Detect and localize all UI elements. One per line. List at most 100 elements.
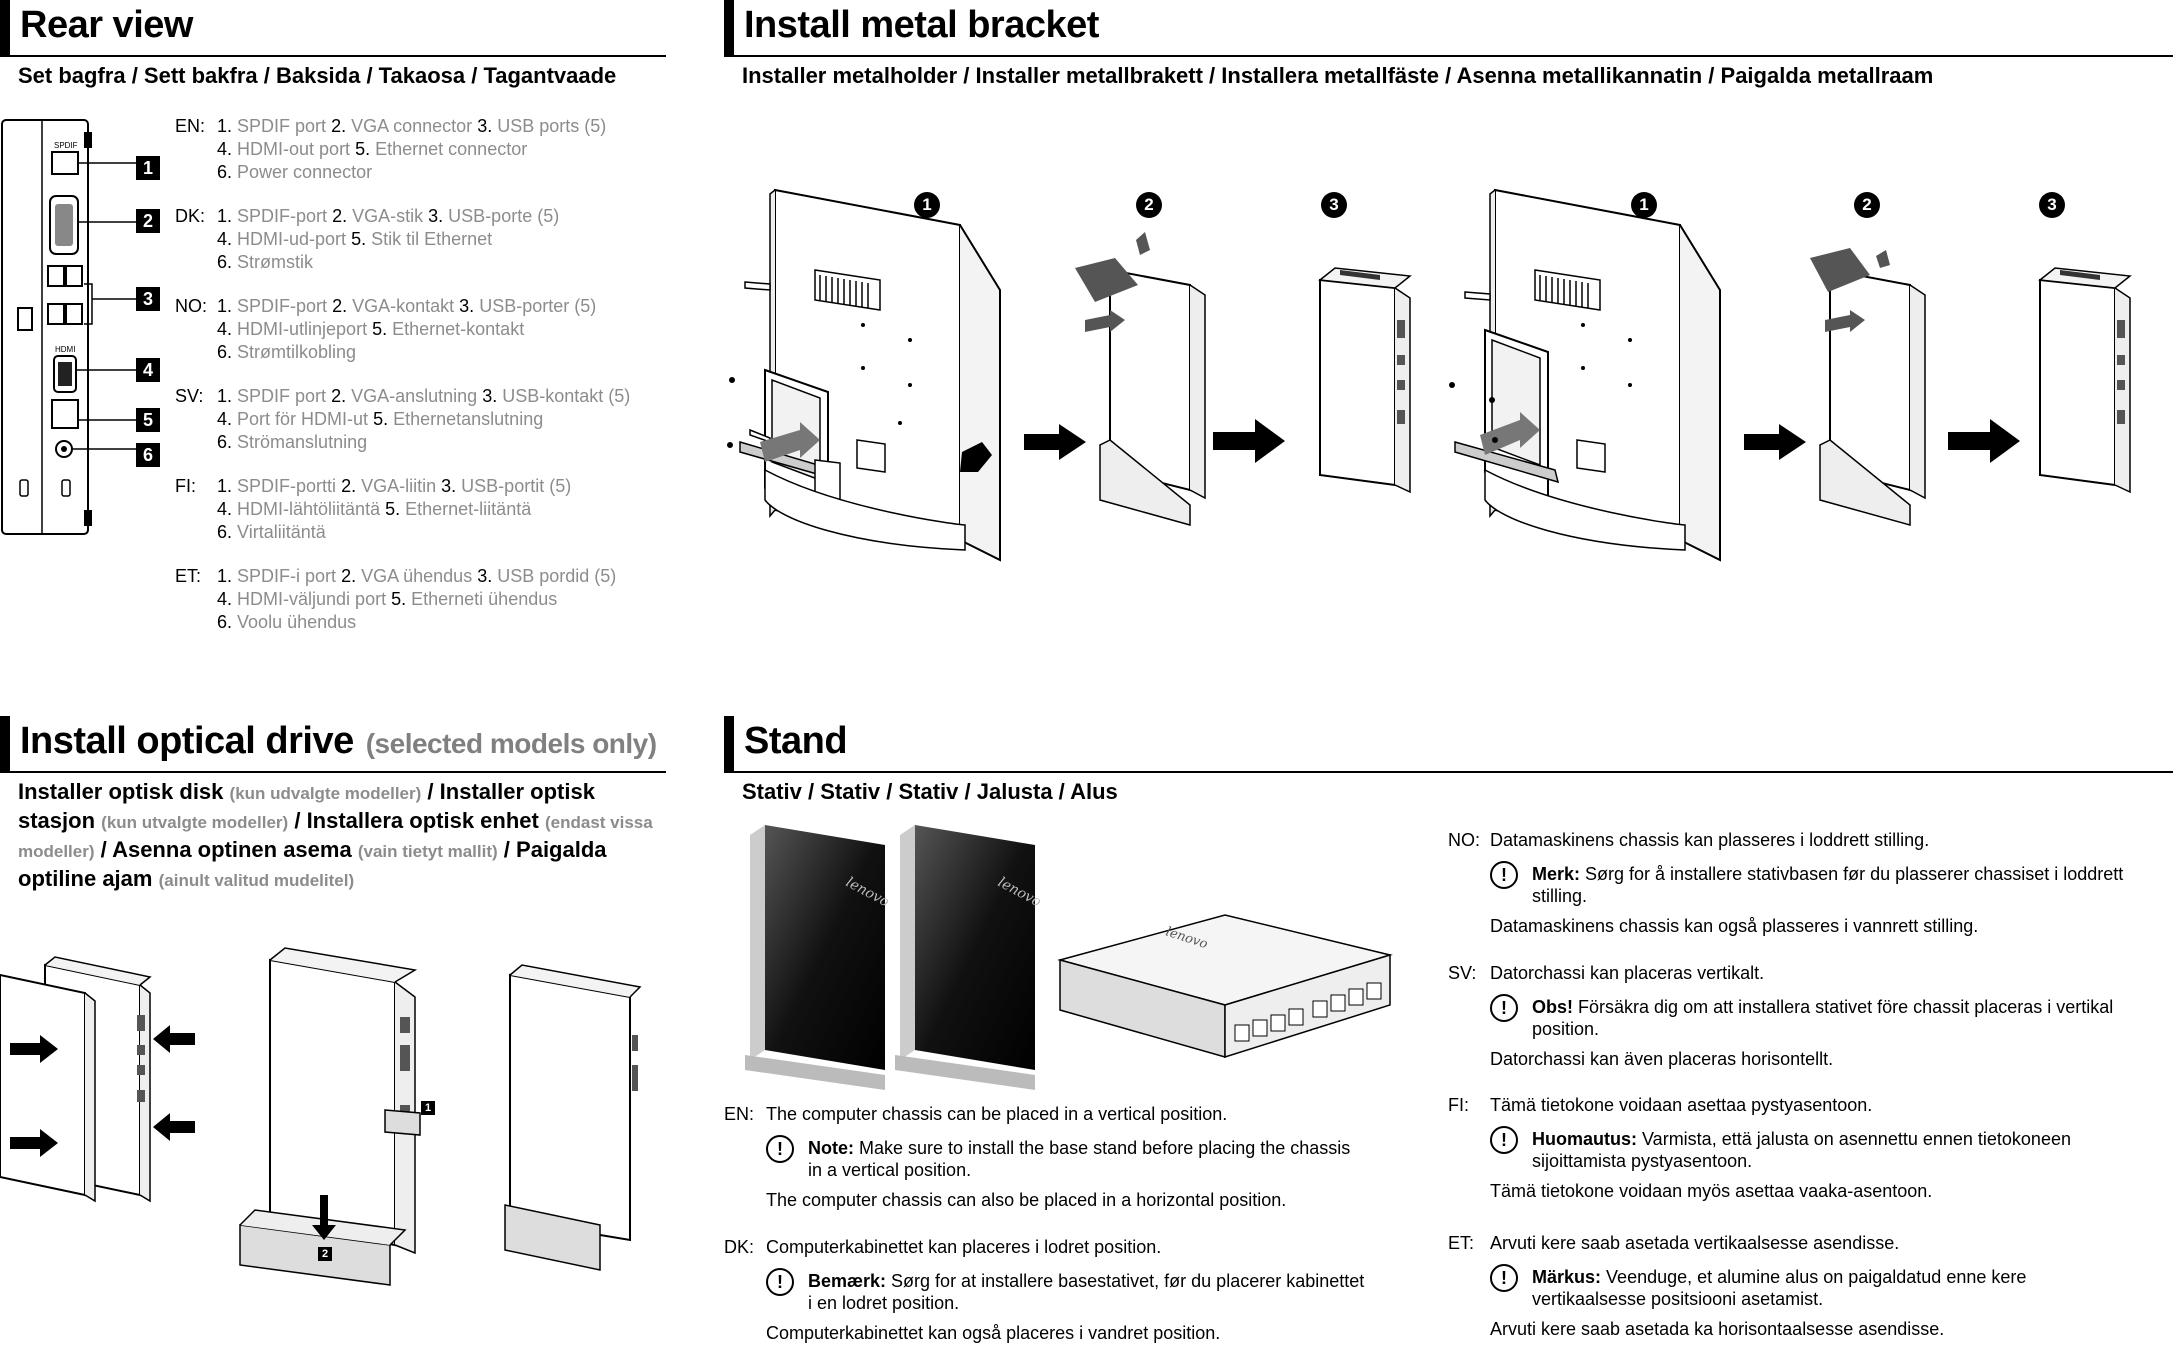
language-code: NO:: [175, 296, 208, 316]
note-label: Obs!: [1532, 997, 1574, 1017]
port-number: 4.: [217, 319, 233, 339]
vertical-text: The computer chassis can be placed in a …: [766, 1104, 1228, 1124]
port-number: 1.: [217, 296, 233, 316]
port-name: Ethernet-liitäntä: [405, 499, 532, 519]
warning-icon: !: [766, 1135, 794, 1163]
port-name: USB pordid (5): [497, 566, 617, 586]
legend-line: 1. SPDIF port 2. VGA-anslutning 3. USB-k…: [217, 385, 630, 408]
warning-icon: !: [1490, 861, 1518, 889]
port-name: USB-porter (5): [479, 296, 597, 316]
bracket-illustration-b: [1449, 188, 2132, 562]
port-number: 2.: [341, 566, 357, 586]
port-name: VGA ühendus: [361, 566, 473, 586]
callout-5: 5: [136, 408, 160, 432]
legend-line: 4. HDMI-ud-port 5. Stik til Ethernet: [217, 228, 559, 251]
optical-subtitle: Installer optisk disk (kun udvalgte mode…: [18, 778, 658, 894]
note-box: ! Note: Make sure to install the base sta…: [766, 1135, 1366, 1181]
optical-sub-4-note: (ainult valitud mudelitel): [158, 871, 355, 890]
bracket-step-1a: 1: [914, 192, 940, 218]
port-number: 6.: [217, 612, 233, 632]
bracket-step-2b: 2: [1854, 192, 1880, 218]
port-number: 6.: [217, 162, 233, 182]
port-number: 6.: [217, 342, 233, 362]
port-number: 4.: [217, 499, 233, 519]
bracket-step-2a: 2: [1136, 192, 1162, 218]
port-name: Strømstik: [237, 252, 314, 272]
legend-line: 1. SPDIF port 2. VGA connector 3. USB po…: [217, 115, 606, 138]
port-number: 5.: [372, 319, 388, 339]
port-number: 1.: [217, 386, 233, 406]
optical-sub-2-note: (endast vissa modeller): [18, 813, 653, 861]
port-name: Strömanslutning: [237, 432, 368, 452]
port-name: VGA connector: [351, 116, 473, 136]
rear-device-illustration: [1, 119, 136, 535]
port-number: 6.: [217, 432, 233, 452]
stand-block-body: Datamaskinens chassis kan plasseres i lo…: [1490, 829, 2140, 937]
language-code: EN:: [724, 1104, 755, 1124]
port-name: USB-portit (5): [461, 476, 572, 496]
note-text: Make sure to install the base stand befo…: [808, 1138, 1351, 1180]
spdif-label: SPDIF: [54, 141, 78, 150]
callout-3: 3: [136, 287, 160, 311]
bracket-section: Install metal bracket Installer metalhol…: [724, 0, 2173, 88]
optical-sub-0-note: (kun udvalgte modeller): [229, 784, 422, 803]
legend-line: 4. HDMI-väljundi port 5. Etherneti ühend…: [217, 588, 616, 611]
port-name: SPDIF-portti: [237, 476, 337, 496]
horizontal-text: Arvuti kere saab asetada ka horisontaals…: [1490, 1319, 1945, 1339]
stand-title: Stand: [744, 720, 848, 762]
stand-section: Stand Stativ / Stativ / Stativ / Jalusta…: [724, 716, 2173, 804]
port-number: 2.: [331, 386, 347, 406]
rear-view-header: Rear view: [0, 0, 666, 57]
port-number: 2.: [332, 296, 348, 316]
note-text: Sørg for at installere basestativet, før…: [808, 1271, 1365, 1313]
bracket-title: Install metal bracket: [744, 4, 1099, 46]
stand-block-body: Computerkabinettet kan placeres i lodret…: [766, 1236, 1366, 1344]
legend-line: 6. Strømstik: [217, 251, 559, 274]
language-code: SV:: [1448, 963, 1477, 983]
callout-6: 6: [136, 443, 160, 467]
stand-header: Stand: [724, 716, 2173, 773]
language-code: NO:: [1448, 830, 1481, 850]
port-number: 3.: [428, 206, 444, 226]
note-box: !Obs! Försäkra dig om att installera sta…: [1490, 994, 2140, 1040]
port-number: 5.: [391, 589, 407, 609]
port-number: 3.: [441, 476, 457, 496]
port-name: Ethernet connector: [375, 139, 528, 159]
rear-view-title: Rear view: [20, 4, 193, 46]
legend-line: 6. Power connector: [217, 161, 606, 184]
port-number: 3.: [459, 296, 475, 316]
legend-line: 1. SPDIF-portti 2. VGA-liitin 3. USB-por…: [217, 475, 571, 498]
port-number: 4.: [217, 139, 233, 159]
vertical-text: Computerkabinettet kan placeres i lodret…: [766, 1237, 1162, 1257]
horizontal-text: Computerkabinettet kan også placeres i v…: [766, 1323, 1221, 1343]
optical-sub-4: Paigalda optiline ajam: [18, 837, 607, 891]
callout-1: 1: [136, 156, 160, 180]
port-name: Ethernetanslutning: [393, 409, 544, 429]
stand-block-body: Datorchassi kan placeras vertikalt.!Obs!…: [1490, 962, 2140, 1070]
port-number: 3.: [477, 566, 493, 586]
port-number: 3.: [477, 116, 493, 136]
optical-step-2: 2: [318, 1247, 332, 1261]
note-label: Bemærk:: [808, 1271, 887, 1291]
legend-lines: 1. SPDIF-i port 2. VGA ühendus 3. USB po…: [217, 565, 616, 634]
optical-sub-2: Installera optisk enhet: [306, 808, 539, 833]
note-label: Note:: [808, 1138, 854, 1158]
port-number: 4.: [217, 409, 233, 429]
port-name: Voolu ühendus: [237, 612, 357, 632]
port-number: 5.: [385, 499, 401, 519]
port-name: Power connector: [237, 162, 373, 182]
bracket-step-1b: 1: [1631, 192, 1657, 218]
port-name: VGA-liitin: [361, 476, 437, 496]
port-name: SPDIF-port: [237, 206, 328, 226]
bracket-subtitle: Installer metalholder / Installer metall…: [742, 63, 1934, 88]
port-name: VGA-kontakt: [352, 296, 455, 316]
note-label: Merk:: [1532, 864, 1581, 884]
port-number: 5.: [373, 409, 389, 429]
optical-sub-3: Asenna optinen asema: [112, 837, 352, 862]
horizontal-text: Tämä tietokone voidaan myös asettaa vaak…: [1490, 1181, 1933, 1201]
port-number: 4.: [217, 589, 233, 609]
optical-step-1: 1: [421, 1101, 435, 1115]
port-number: 2.: [331, 116, 347, 136]
optical-title-text: Install optical drive: [20, 720, 354, 762]
port-name: Port för HDMI-ut: [237, 409, 369, 429]
